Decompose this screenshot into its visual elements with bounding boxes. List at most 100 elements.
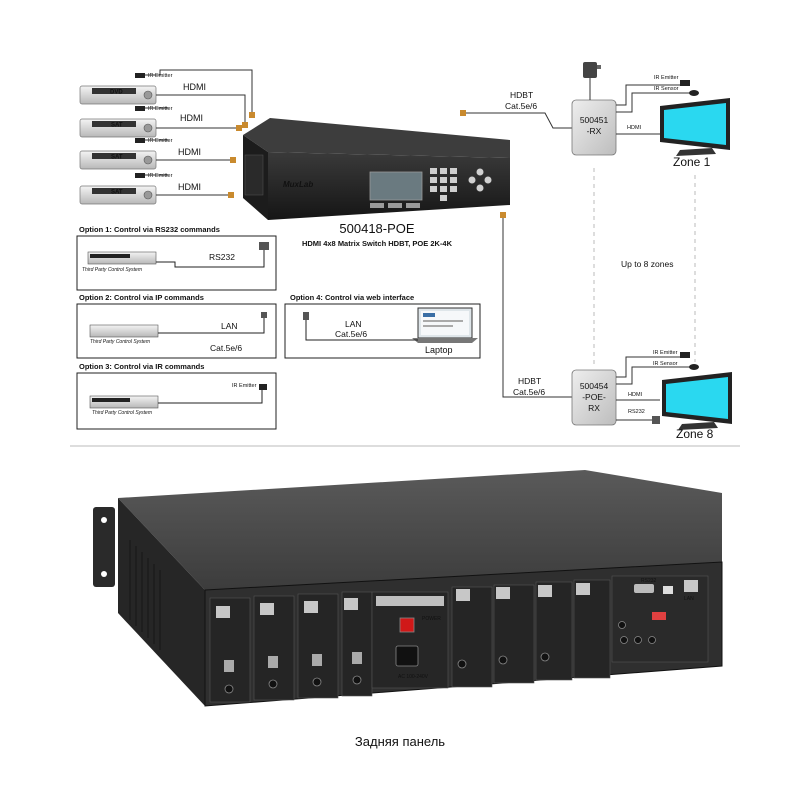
zone-1-ir-emitter-label: IR Emitter <box>654 75 679 81</box>
source-1-cable-label: HDMI <box>183 82 206 92</box>
rear-label-rs232: RS232 <box>641 578 657 584</box>
switch-description: HDMI 4x8 Matrix Switch HDBT, POE 2K-4K <box>302 239 453 248</box>
option-3-device-label: Third Party Control System <box>92 410 152 416</box>
zone-1-tv <box>660 98 730 156</box>
power-module <box>371 591 449 689</box>
zone-1-power-adapter <box>583 62 601 100</box>
zone-1-rx-suffix: -RX <box>587 126 602 136</box>
lan-connector-icon <box>303 312 309 320</box>
zone-8-receiver: 500454 -POE- RX <box>571 369 617 426</box>
module-4 <box>341 591 373 697</box>
lan-connector-icon <box>261 312 267 318</box>
ir-emitter-icon <box>135 173 145 178</box>
source-2-ir-label: IR Emitter <box>148 106 173 112</box>
module-6 <box>493 584 535 684</box>
option-1-device-label: Third Party Control System <box>82 267 142 273</box>
rj45-port-icon <box>216 606 230 618</box>
switch-front-buttons <box>370 203 420 208</box>
source-device-4: SAT IR Emitter HDMI <box>79 173 201 205</box>
hdmi-port-icon <box>224 660 234 672</box>
source-cables <box>145 69 253 196</box>
source-3-ir-label: IR Emitter <box>148 138 173 144</box>
option-2-device: Third Party Control System <box>89 324 159 345</box>
zone-1-label: Zone 1 <box>673 155 711 169</box>
option-1-title: Option 1: Control via RS232 commands <box>79 225 220 234</box>
switch-brand: MuxLab <box>283 180 313 189</box>
ir-emitter-icon <box>135 138 145 143</box>
ir-emitter-icon <box>680 80 690 86</box>
switch-lcd <box>369 171 423 201</box>
rear-label-lan: LAN <box>684 596 694 602</box>
rear-label-ac: AC 100-240V <box>398 674 429 680</box>
zone-8-ir-emitter-label: IR Emitter <box>653 350 678 356</box>
zone-1-ir-sensor-label: IR Sensor <box>654 86 679 92</box>
rj45-port-icon <box>260 603 274 615</box>
rj45-port-icon <box>344 598 358 610</box>
zone-8-hdbt-label: HDBT <box>518 376 541 386</box>
rj45-port-icon <box>684 580 698 592</box>
option-2-device-label: Third Party Control System <box>90 339 150 345</box>
ir-emitter-icon <box>135 73 145 78</box>
option-2-cable-type: Cat.5e/6 <box>210 343 242 353</box>
rear-panel-caption: Задняя панель <box>354 734 446 749</box>
rj45-port-icon <box>456 589 470 601</box>
module-5 <box>451 586 493 688</box>
rs232-connector-icon <box>259 242 269 250</box>
source-4-ir-label: IR Emitter <box>148 173 173 179</box>
source-4-label: SAT <box>111 190 123 196</box>
source-1-ir-label: IR Emitter <box>148 73 173 79</box>
zone-1-hdmi-label: HDMI <box>627 125 642 131</box>
source-device-2: SAT IR Emitter HDMI <box>79 106 203 138</box>
control-module <box>611 575 709 663</box>
option-4-title: Option 4: Control via web interface <box>290 293 414 302</box>
zone-1-hdbt-label: HDBT <box>510 90 533 100</box>
zone-8-ir-sensor-label: IR Sensor <box>653 361 678 367</box>
usb-port-icon <box>663 586 673 594</box>
zone-1-cat-label: Cat.5e/6 <box>505 101 537 111</box>
source-device-3: SAT IR Emitter HDMI <box>79 138 201 170</box>
laptop-icon <box>412 307 478 343</box>
switch-keypad <box>430 168 457 201</box>
rj45-port-icon <box>496 587 510 599</box>
option-3-device: Third Party Control System <box>89 395 159 416</box>
rear-port-labels: RS232 LAN POWER AC 100-240V <box>398 578 694 680</box>
module-8 <box>573 579 611 679</box>
dip-switch-icon <box>652 612 666 620</box>
zone-8-hdmi-label: HDMI <box>628 392 643 398</box>
source-1-label: DVD <box>110 90 123 96</box>
option-4-cable-type: Cat.5e/6 <box>335 329 367 339</box>
rear-label-power: POWER <box>422 616 441 622</box>
zone-1-receiver: 500451 -RX <box>571 99 617 156</box>
hdmi-port-icon <box>268 656 278 668</box>
zone-8-label: Zone 8 <box>676 427 714 441</box>
ir-sensor-icon <box>689 90 699 96</box>
rs232-connector-icon <box>652 416 660 424</box>
ir-emitter-icon <box>135 106 145 111</box>
zone-1-rx-model: 500451 <box>580 115 609 125</box>
source-4-cable-label: HDMI <box>178 182 201 192</box>
hdmi-port-icon <box>312 654 322 666</box>
source-2-label: SAT <box>111 123 123 129</box>
rj45-port-icon <box>576 583 590 595</box>
option-4-cable: LAN <box>345 319 362 329</box>
ir-sensor-icon <box>689 364 699 370</box>
zone-8-tv <box>662 372 732 430</box>
module-3 <box>297 593 339 699</box>
zone-8-rx-model: 500454 <box>580 381 609 391</box>
option-1-device: Third Party Control System <box>82 251 157 273</box>
zone-8-rx-suffix: -POE- <box>582 392 606 402</box>
rj45-port-icon <box>538 585 552 597</box>
module-2 <box>253 595 295 701</box>
zone-8-cat-label: Cat.5e/6 <box>513 387 545 397</box>
rj45-port-icon <box>304 601 318 613</box>
ac-inlet-icon <box>395 645 419 667</box>
zone-8-rs232-label: RS232 <box>628 409 645 415</box>
source-device-1: DVD IR Emitter HDMI <box>79 73 206 105</box>
option-3-title: Option 3: Control via IR commands <box>79 362 204 371</box>
ir-emitter-icon <box>259 384 267 390</box>
source-2-cable-label: HDMI <box>180 113 203 123</box>
option-1-cable: RS232 <box>209 252 235 262</box>
switch-model: 500418-POE <box>339 221 414 236</box>
rear-modules <box>209 575 709 703</box>
zones-note: Up to 8 zones <box>621 259 673 269</box>
